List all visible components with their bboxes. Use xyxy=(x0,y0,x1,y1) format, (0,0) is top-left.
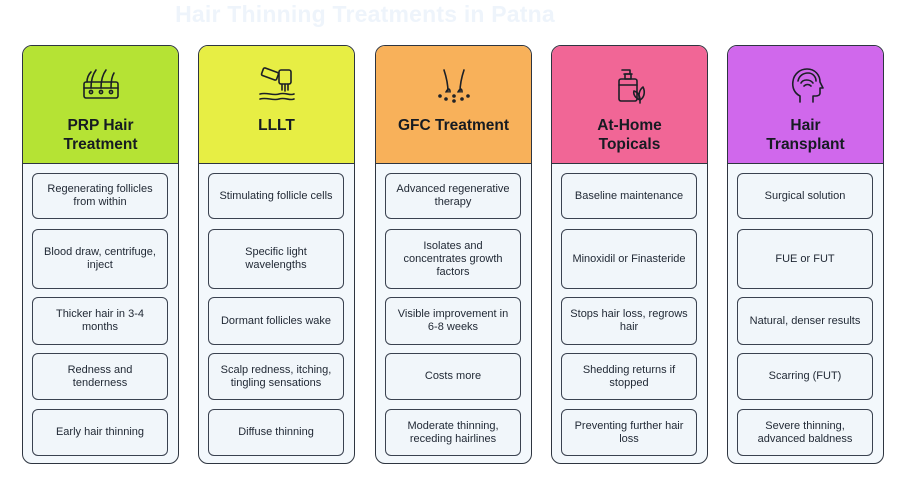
column-title-topicals: At-Home Topicals xyxy=(556,116,703,154)
page-title: Hair Thinning Treatments in Patna xyxy=(175,1,555,27)
hair-follicle-skin-icon xyxy=(23,66,178,104)
column-prp: PRP Hair Treatment Regenerating follicle… xyxy=(22,45,179,464)
column-title-prp: PRP Hair Treatment xyxy=(27,116,174,154)
list-item: Preventing further hair loss xyxy=(561,409,697,456)
list-item: Regenerating follicles from within xyxy=(32,173,168,219)
title-line: Treatment xyxy=(63,136,138,153)
list-item: Thicker hair in 3-4 months xyxy=(32,297,168,345)
column-header-topicals: At-Home Topicals xyxy=(552,46,707,164)
column-header-transplant: Hair Transplant xyxy=(728,46,883,164)
list-item: Early hair thinning xyxy=(32,409,168,456)
list-item: Shedding returns if stopped xyxy=(561,353,697,400)
column-topicals: At-Home Topicals Baseline maintenance Mi… xyxy=(551,45,708,464)
list-item: Redness and tenderness xyxy=(32,353,168,400)
list-item: Visible improvement in 6-8 weeks xyxy=(385,297,521,345)
column-title-gfc: GFC Treatment xyxy=(380,116,527,135)
column-gfc: GFC Treatment Advanced regenerative ther… xyxy=(375,45,532,464)
laser-device-icon xyxy=(199,66,354,104)
list-item: Minoxidil or Finasteride xyxy=(561,229,697,289)
column-header-lllt: LLLT xyxy=(199,46,354,164)
column-transplant: Hair Transplant Surgical solution FUE or… xyxy=(727,45,884,464)
title-line: PRP Hair xyxy=(67,117,134,134)
list-item: Surgical solution xyxy=(737,173,873,219)
list-item: Costs more xyxy=(385,353,521,400)
list-item: Dormant follicles wake xyxy=(208,297,344,345)
title-line: LLLT xyxy=(258,117,295,134)
title-line: Topicals xyxy=(598,136,661,153)
column-header-gfc: GFC Treatment xyxy=(376,46,531,164)
hair-roots-icon xyxy=(376,66,531,104)
column-title-transplant: Hair Transplant xyxy=(732,116,879,154)
column-header-prp: PRP Hair Treatment xyxy=(23,46,178,164)
column-title-lllt: LLLT xyxy=(203,116,350,135)
list-item: FUE or FUT xyxy=(737,229,873,289)
pump-bottle-leaf-icon xyxy=(552,66,707,104)
list-item: Diffuse thinning xyxy=(208,409,344,456)
list-item: Scalp redness, itching, tingling sensati… xyxy=(208,353,344,400)
list-item: Baseline maintenance xyxy=(561,173,697,219)
column-lllt: LLLT Stimulating follicle cells Specific… xyxy=(198,45,355,464)
title-line: Transplant xyxy=(766,136,845,153)
list-item: Advanced regenerative therapy xyxy=(385,173,521,219)
list-item: Natural, denser results xyxy=(737,297,873,345)
list-item: Severe thinning, advanced baldness xyxy=(737,409,873,456)
head-profile-icon xyxy=(728,66,883,104)
title-line: GFC Treatment xyxy=(397,117,510,134)
list-item: Moderate thinning, receding hairlines xyxy=(385,409,521,456)
title-line: Hair xyxy=(790,117,821,134)
list-item: Stops hair loss, regrows hair xyxy=(561,297,697,345)
title-line: At-Home xyxy=(597,117,662,134)
list-item: Blood draw, centrifuge, inject xyxy=(32,229,168,289)
list-item: Isolates and concentrates growth factors xyxy=(385,229,521,289)
list-item: Stimulating follicle cells xyxy=(208,173,344,219)
list-item: Specific light wavelengths xyxy=(208,229,344,289)
list-item: Scarring (FUT) xyxy=(737,353,873,400)
